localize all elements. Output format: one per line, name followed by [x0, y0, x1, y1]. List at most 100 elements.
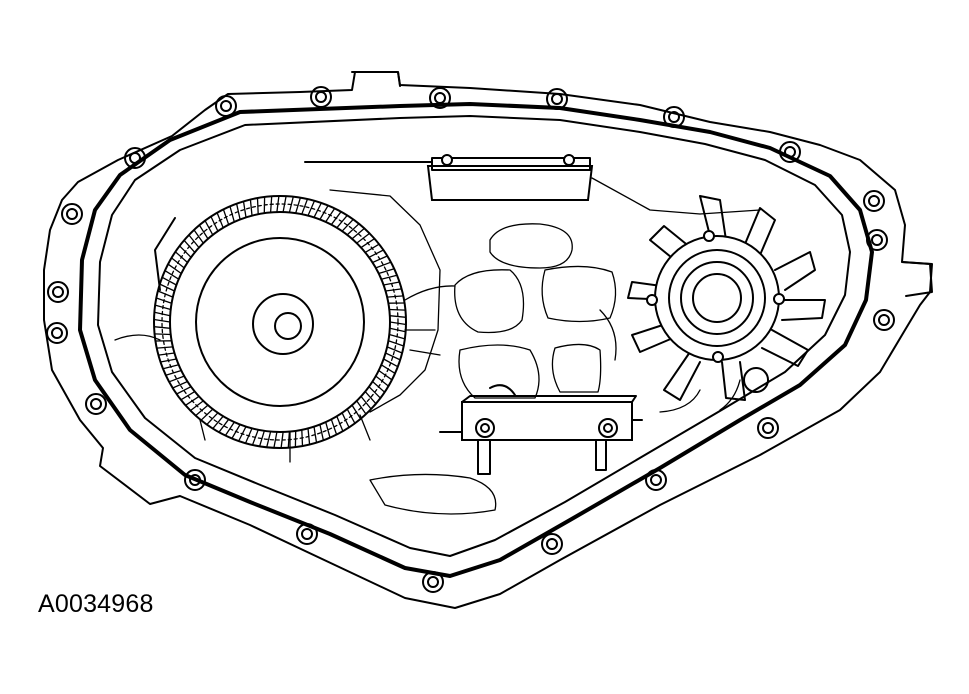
gear-tooth — [325, 421, 331, 439]
gear-tooth — [389, 315, 407, 318]
gasket-bead — [78, 102, 874, 578]
gear-tooth — [368, 386, 382, 399]
gear-tooth — [251, 429, 259, 446]
gear-tooth — [231, 423, 241, 440]
gear-tooth — [154, 304, 172, 311]
gear-tooth — [386, 295, 404, 298]
gear-tooth — [380, 274, 398, 280]
lower-retainer-bracket — [439, 384, 643, 475]
gear-tooth — [371, 380, 386, 393]
gear-tooth — [341, 218, 354, 232]
cast-pockets — [114, 223, 617, 515]
drive-sprocket — [627, 195, 826, 413]
gear-tooth — [165, 369, 182, 376]
ring-gear — [153, 195, 441, 463]
gear-tooth — [371, 255, 388, 264]
gear-tooth — [325, 207, 336, 223]
gear-tooth — [319, 423, 325, 441]
gear-tooth — [153, 311, 171, 317]
gear-tooth — [167, 263, 182, 275]
upper-retainer-bracket — [304, 154, 761, 215]
gear-tooth — [183, 239, 196, 254]
ring-gear-teeth — [153, 195, 407, 449]
gear-tooth — [156, 346, 174, 349]
gear-tooth — [382, 358, 399, 368]
gear-tooth — [282, 195, 287, 213]
top-mounting-lug — [351, 71, 401, 87]
gear-tooth — [170, 257, 185, 269]
gear-tooth — [153, 326, 171, 329]
gear-tooth — [269, 195, 273, 214]
gear-tooth — [256, 197, 259, 215]
gear-tooth — [159, 283, 176, 292]
gear-tooth — [388, 333, 406, 340]
gear-tooth — [242, 200, 247, 219]
gear-tooth — [238, 425, 247, 442]
gear-tooth — [341, 412, 350, 429]
gear-tooth — [184, 395, 200, 406]
gear-tooth — [280, 431, 284, 449]
gear-tooth — [194, 404, 209, 417]
gear-tooth — [330, 211, 342, 226]
gear-tooth — [351, 227, 366, 240]
gear-tooth — [174, 251, 189, 264]
gear-tooth — [388, 308, 407, 311]
flange-bolt-holes — [46, 86, 895, 593]
gear-tooth — [346, 408, 356, 424]
figure-id-label: A0034968 — [38, 590, 154, 618]
gear-tooth — [168, 375, 185, 383]
gear-tooth — [319, 204, 329, 221]
gear-tooth — [375, 375, 390, 387]
gear-tooth — [313, 425, 318, 444]
gear-tooth — [155, 297, 173, 304]
gear-tooth — [288, 196, 294, 214]
gear-tooth — [249, 198, 253, 217]
gear-tooth — [212, 415, 224, 430]
gear-tooth — [384, 352, 401, 361]
gear-tooth — [273, 431, 278, 449]
case-inner-wall — [97, 115, 851, 557]
gear-tooth — [244, 427, 253, 444]
gear-tooth — [164, 269, 180, 280]
gear-tooth — [218, 418, 230, 433]
gear-tooth — [188, 234, 200, 249]
gear-tooth — [378, 268, 395, 275]
gear-tooth — [210, 215, 219, 232]
gear-tooth — [200, 408, 214, 421]
gear-tooth — [360, 238, 376, 249]
gear-tooth — [157, 352, 176, 356]
gear-tooth — [206, 412, 219, 426]
gear-tooth — [180, 390, 196, 401]
gear-tooth — [235, 203, 241, 221]
gear-tooth — [356, 400, 367, 415]
case-outer-flange — [43, 71, 933, 609]
gear-tooth — [172, 380, 189, 389]
gear-tooth — [204, 220, 214, 236]
gear-tooth — [336, 415, 344, 432]
gear-tooth — [258, 430, 265, 447]
gear-tooth — [336, 214, 348, 229]
gear-tooth — [330, 418, 338, 436]
gear-tooth — [351, 404, 362, 420]
gear-tooth — [378, 369, 393, 381]
gear-web-outline — [329, 189, 441, 413]
gear-tooth — [368, 249, 385, 258]
gear-tooth — [276, 195, 280, 213]
gear-tooth — [162, 364, 180, 370]
gear-tooth — [313, 202, 322, 219]
gear-tooth — [229, 205, 235, 223]
gear-tooth — [380, 364, 396, 375]
gear-tooth — [153, 333, 172, 336]
gear-tooth — [386, 346, 403, 354]
gear-tooth — [193, 229, 204, 244]
gear-tooth — [307, 427, 311, 446]
gear-tooth — [222, 208, 230, 226]
gear-tooth — [356, 232, 371, 244]
gear-tooth — [178, 245, 192, 258]
gear-tooth — [387, 340, 405, 347]
gear-tooth — [364, 243, 380, 254]
gear-tooth — [224, 421, 235, 437]
side-mounting-lug — [901, 261, 933, 297]
gear-tooth — [301, 429, 304, 447]
gear-tooth — [384, 288, 403, 292]
